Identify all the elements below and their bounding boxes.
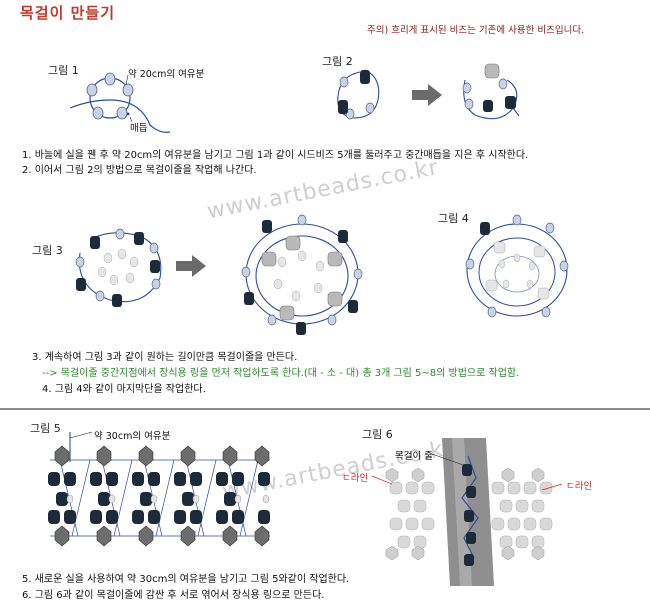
- fig1-knot-annotation: 매듭: [130, 123, 148, 134]
- fig6-left-line-annotation: ㄷ라인: [342, 473, 369, 484]
- figure-6-diagram: [371, 438, 563, 586]
- bead-note: 주의) 흐리게 표시된 비즈는 기존에 사용한 비즈입니다.: [367, 25, 585, 36]
- fig4-label: 그림 4: [438, 212, 469, 225]
- step-5-text: 5. 새로운 실을 사용하여 약 30cm의 여유분을 남기고 그림 5와같이 …: [22, 574, 350, 585]
- step-3-note: --> 목걸이줄 중간지점에서 장식용 링을 먼저 작업하도록 한다.(대 - …: [42, 368, 520, 379]
- step-4-text: 4. 그림 4와 같이 마지막단을 작업한다.: [42, 384, 206, 395]
- figure-3a-diagram: [75, 228, 162, 307]
- page-title: 목걸이 만들기: [20, 4, 116, 22]
- fig1-label: 그림 1: [48, 64, 79, 77]
- fig6-cord-annotation: 목걸이 줄: [395, 451, 433, 462]
- fig6-right-line-annotation: ㄷ라인: [566, 481, 593, 492]
- fig5-slack-annotation: 약 30cm의 여유분: [94, 431, 171, 442]
- arrow-icon: [412, 84, 442, 106]
- figure-5-diagram: [48, 431, 270, 547]
- figure-4-diagram: [465, 214, 569, 318]
- fig5-label: 그림 5: [30, 422, 61, 435]
- section-divider: [0, 408, 650, 410]
- arrow-icon: [176, 255, 206, 277]
- figure-3b-diagram: [241, 214, 363, 335]
- step-6-text: 6. 그림 6과 같이 목걸이줄에 감싼 후 서로 엮어서 장식용 링으로 만든…: [22, 590, 325, 601]
- fig1-slack-annotation: 약 20cm의 여유분: [128, 69, 205, 80]
- fig6-label: 그림 6: [362, 428, 393, 441]
- figure-2a-diagram: [337, 69, 380, 120]
- step-1-text: 1. 바늘에 실을 꿴 후 약 20cm의 여유분을 남기고 그림 1과 같이 …: [22, 150, 529, 161]
- figure-1-diagram: [69, 72, 171, 133]
- step-2-text: 2. 이어서 그림 2의 방법으로 목걸이줄을 작업해 나간다.: [22, 165, 257, 176]
- fig3-label: 그림 3: [32, 244, 63, 257]
- figure-2b-diagram: [462, 63, 520, 120]
- step-3-text: 3. 계속하여 그림 3과 같이 원하는 길이만큼 목걸이줄을 만든다.: [32, 352, 298, 363]
- fig2-label: 그림 2: [322, 55, 353, 68]
